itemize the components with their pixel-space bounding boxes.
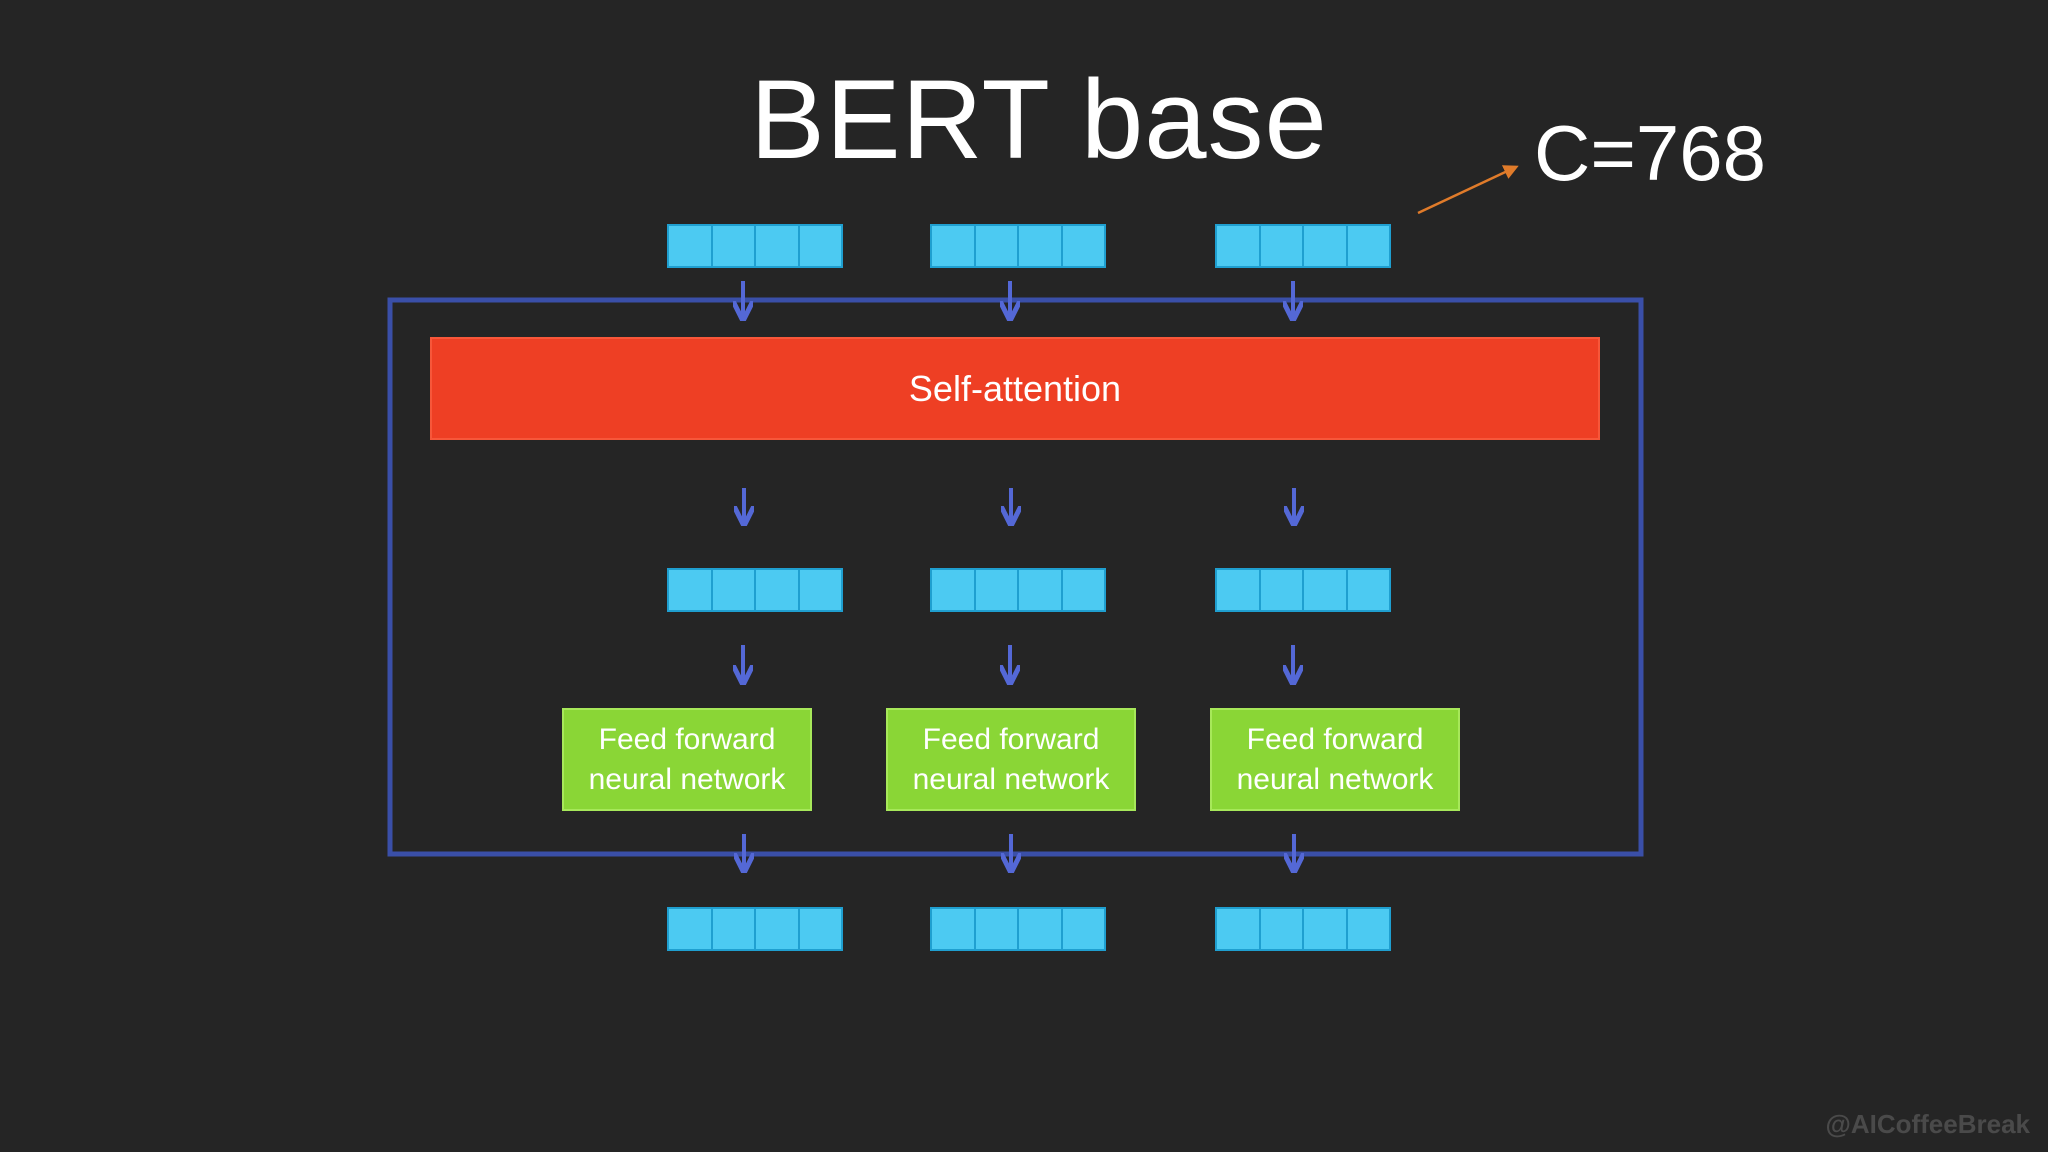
ffn-label-line2: neural network [912, 762, 1110, 796]
input-vector [1215, 224, 1391, 268]
self-attention-block: Self-attention [430, 337, 1600, 440]
output-vector [667, 907, 843, 951]
vector-cell [669, 226, 711, 266]
slide-title: BERT base [750, 57, 1328, 182]
vector-cell [1304, 909, 1346, 949]
ffn-input-arrows [743, 645, 1293, 681]
feed-forward-block: Feed forward neural network [1210, 708, 1460, 811]
intermediate-vector [667, 568, 843, 612]
ffn-label-line1: Feed forward [1246, 722, 1424, 756]
vector-cell [975, 570, 1017, 610]
intermediate-vector [930, 568, 1106, 612]
vector-cell [975, 909, 1017, 949]
attention-output-arrows [744, 488, 1294, 522]
vector-cell [756, 226, 798, 266]
vector-cell [1062, 909, 1104, 949]
vector-cell [1347, 570, 1389, 610]
vector-cell [1062, 226, 1104, 266]
vector-cell [1260, 909, 1302, 949]
vector-cell [669, 570, 711, 610]
vector-cell [669, 909, 711, 949]
vector-cell [932, 570, 974, 610]
annotation-arrow [1417, 165, 1519, 215]
vector-cell [1260, 226, 1302, 266]
channel-watermark: @AICoffeeBreak [1825, 1109, 2030, 1139]
vector-cell [799, 226, 841, 266]
ffn-label-line2: neural network [588, 762, 786, 796]
input-arrows [743, 281, 1293, 317]
vector-cell [1019, 570, 1061, 610]
vector-cell [1217, 226, 1259, 266]
feed-forward-block: Feed forward neural network [562, 708, 812, 811]
vector-cell [799, 909, 841, 949]
ffn-label-line2: neural network [1236, 762, 1434, 796]
vector-cell [756, 909, 798, 949]
vector-cell [932, 226, 974, 266]
vector-cell [975, 226, 1017, 266]
vector-cell [1019, 909, 1061, 949]
vector-cell [1260, 570, 1302, 610]
vector-cell [932, 909, 974, 949]
ffn-label-line1: Feed forward [922, 722, 1100, 756]
output-vector [1215, 907, 1391, 951]
vector-cell [1304, 226, 1346, 266]
ffn-label-line1: Feed forward [598, 722, 776, 756]
vector-cell [712, 570, 754, 610]
intermediate-vector [1215, 568, 1391, 612]
vector-cell [1062, 570, 1104, 610]
vector-cell [1217, 570, 1259, 610]
feed-forward-block: Feed forward neural network [886, 708, 1136, 811]
self-attention-label: Self-attention [908, 367, 1122, 409]
output-vector [930, 907, 1106, 951]
vector-cell [1304, 570, 1346, 610]
vector-cell [799, 570, 841, 610]
input-vector [667, 224, 843, 268]
vector-cell [712, 226, 754, 266]
vector-cell [756, 570, 798, 610]
input-vector [930, 224, 1106, 268]
vector-cell [712, 909, 754, 949]
vector-cell [1217, 909, 1259, 949]
vector-cell [1019, 226, 1061, 266]
vector-cell [1347, 226, 1389, 266]
vector-cell [1347, 909, 1389, 949]
output-arrows [744, 834, 1294, 869]
hidden-size-annotation: C=768 [1534, 109, 1767, 197]
